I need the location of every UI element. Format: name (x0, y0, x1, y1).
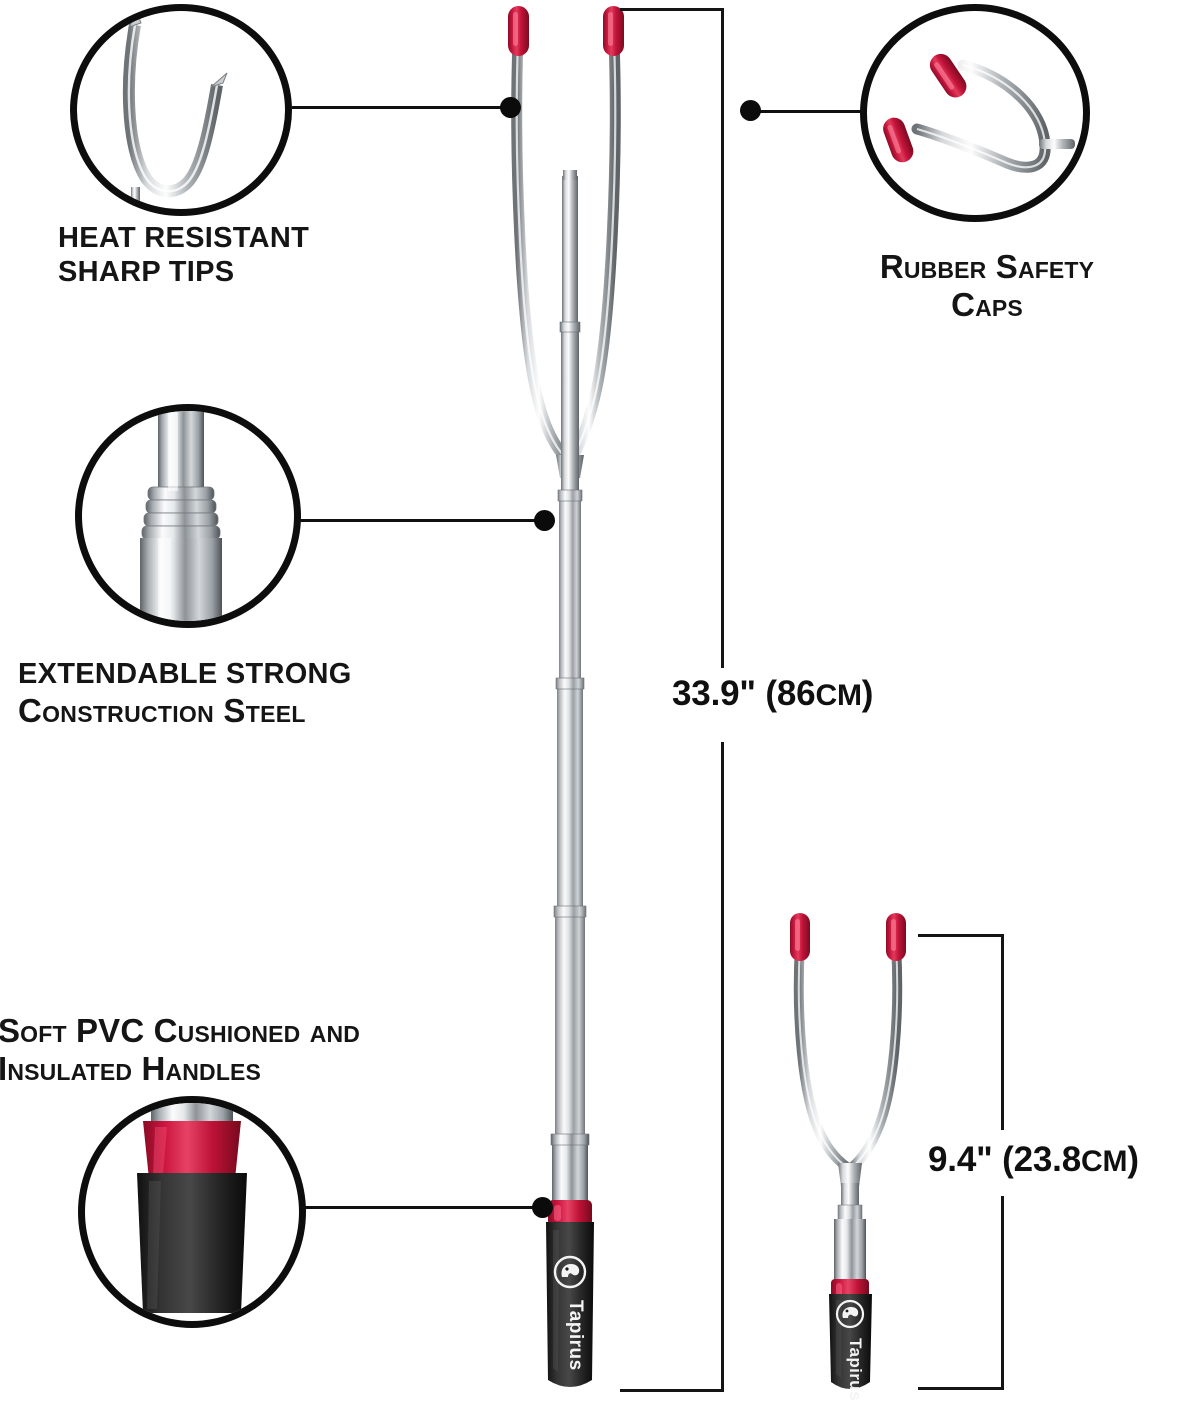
callout-rubber-safety-caps (860, 4, 1090, 222)
callout-soft-pvc-insulated-handles (78, 1096, 306, 1328)
collapsed-brand-logo-emblem (835, 1299, 865, 1329)
bare-chrome-fork-tips-icon (122, 11, 228, 203)
brand-wordmark: Tapirus (565, 1300, 586, 1371)
dimension-label-extended: 33.9" (86CM) (672, 674, 874, 713)
dim-extended-top-tick (620, 8, 724, 11)
dim-extended-bottom-tick (620, 1389, 724, 1392)
shaft-segment-2 (561, 330, 579, 500)
leader-dot-sharp-tips (500, 97, 521, 118)
leader-line-handle (300, 1206, 548, 1209)
leader-dot-rubber-caps (740, 100, 761, 121)
safety-cap-right (603, 6, 624, 56)
feature-label-heat-resistant-sharp-tips: HEAT RESISTANT SHARP TIPS (58, 222, 310, 288)
dim-collapsed-upper-rail (1001, 934, 1004, 1130)
shaft-segment-4 (557, 686, 583, 916)
collapsed-fork-product-image (790, 913, 906, 1301)
dim-collapsed-bottom-tick (918, 1387, 1004, 1390)
shaft-segment-3 (559, 498, 581, 688)
red-capped-fork-tines-icon (883, 53, 1075, 173)
dim-collapsed-lower-rail (1001, 1196, 1004, 1390)
shaft-segment-1 (562, 176, 578, 331)
collapsed-tine-left (793, 940, 855, 1174)
collapsed-fork-handle: Tapirus (829, 1294, 872, 1401)
feature-label-extendable-construction-steel: EXTENDABLE STRONG Construction Steel (18, 658, 352, 729)
black-foam-handle-icon (137, 1103, 247, 1313)
feature-label-soft-pvc-insulated-handles: Soft PVC Cushioned and Insulated Handles (0, 1012, 361, 1088)
leader-line-rubber-caps (746, 110, 864, 113)
collapsed-brand-wordmark: Tapirus (846, 1338, 865, 1401)
telescoping-chrome-joint-icon (140, 411, 222, 621)
extended-fork-product-image: Tapirus (508, 6, 624, 1387)
shaft-segment-5 (555, 914, 585, 1144)
brand-logo-emblem (553, 1255, 587, 1289)
leader-dot-handle (532, 1197, 553, 1218)
collapsed-shaft (834, 1219, 866, 1281)
dimension-label-collapsed: 9.4" (23.8CM) (928, 1140, 1139, 1179)
leader-line-steel (298, 519, 546, 522)
collar-red (143, 1121, 241, 1179)
dim-extended-upper-rail (721, 8, 724, 668)
callout-heat-resistant-sharp-tips (70, 4, 292, 216)
collapsed-tine-right (845, 940, 903, 1174)
leader-line-sharp-tips (292, 106, 514, 109)
foam-grip (137, 1173, 247, 1313)
callout-extendable-construction-steel (75, 404, 301, 628)
leader-dot-steel (534, 510, 555, 531)
dim-extended-lower-rail (721, 742, 724, 1392)
dim-collapsed-top-tick (918, 934, 1004, 937)
safety-cap-left (508, 6, 529, 56)
feature-label-rubber-safety-caps: Rubber Safety Caps (879, 248, 1095, 324)
shaft-segment-6 (552, 1142, 588, 1204)
